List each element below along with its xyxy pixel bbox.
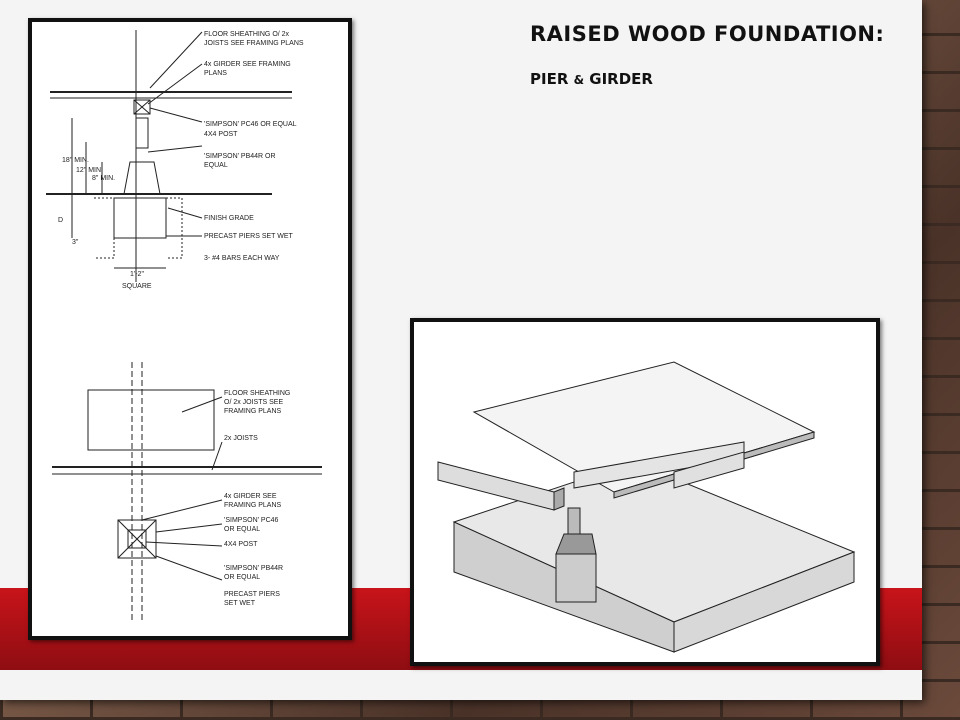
- drawing-label: FLOOR SHEATHING: [224, 390, 290, 397]
- drawing-label: 18" MIN.: [62, 157, 89, 164]
- isometric-pier-girder-drawing: [437, 361, 856, 653]
- detail-drawing-frame: FLOOR SHEATHING O/ 2x JOISTS SEE FRAMING…: [28, 18, 352, 640]
- drawing-label: 'SIMPSON' PC46 OR EQUAL: [204, 121, 297, 128]
- drawing-label: 2x JOISTS: [224, 435, 258, 442]
- drawing-label: 4X4 POST: [204, 131, 238, 138]
- drawing-label: PLANS: [204, 70, 227, 77]
- slide-subtitle: PIER & GIRDER: [530, 70, 653, 88]
- drawing-label: EQUAL: [204, 162, 228, 169]
- drawing-label: PRECAST PIERS: [224, 591, 280, 598]
- drawing-label: FLOOR SHEATHING O/ 2x: [204, 31, 290, 38]
- subtitle-ampersand: &: [573, 73, 585, 87]
- drawing-label: 8" MIN.: [92, 175, 115, 182]
- drawing-label: D: [58, 217, 63, 224]
- drawing-label: 'SIMPSON' PC46: [224, 517, 279, 524]
- drawing-label: FINISH GRADE: [204, 215, 254, 222]
- drawing-label: 4x GIRDER SEE FRAMING: [204, 61, 291, 68]
- drawing-label: FRAMING PLANS: [224, 408, 282, 415]
- drawing-label: OR EQUAL: [224, 574, 260, 581]
- drawing-label: 3": [72, 239, 79, 246]
- drawing-label: 1'-2": [130, 271, 144, 278]
- drawing-label: 'SIMPSON' PB44R: [224, 565, 283, 572]
- drawing-label: SET WET: [224, 600, 256, 607]
- subtitle-part-1: PIER: [530, 70, 574, 88]
- drawing-label: 4x GIRDER SEE: [224, 493, 277, 500]
- drawing-label: FRAMING PLANS: [224, 502, 282, 509]
- section-and-plan-drawing: FLOOR SHEATHING O/ 2x JOISTS SEE FRAMING…: [46, 30, 322, 622]
- slide-title: RAISED WOOD FOUNDATION:: [530, 22, 885, 46]
- drawing-label: 'SIMPSON' PB44R OR: [204, 153, 276, 160]
- drawing-label: 4X4 POST: [224, 541, 258, 548]
- drawing-label: OR EQUAL: [224, 526, 260, 533]
- subtitle-part-2: GIRDER: [584, 70, 653, 88]
- drawing-label: O/ 2x JOISTS SEE: [224, 399, 283, 406]
- slide: RAISED WOOD FOUNDATION: PIER & GIRDER: [0, 0, 922, 700]
- drawing-label: 12" MIN.: [76, 167, 103, 174]
- drawing-label: JOISTS SEE FRAMING PLANS: [204, 40, 304, 47]
- drawing-label: 3- #4 BARS EACH WAY: [204, 255, 280, 262]
- drawing-label: SQUARE: [122, 283, 152, 290]
- drawing-label: PRECAST PIERS SET WET: [204, 233, 294, 240]
- isometric-drawing-frame: [410, 318, 880, 666]
